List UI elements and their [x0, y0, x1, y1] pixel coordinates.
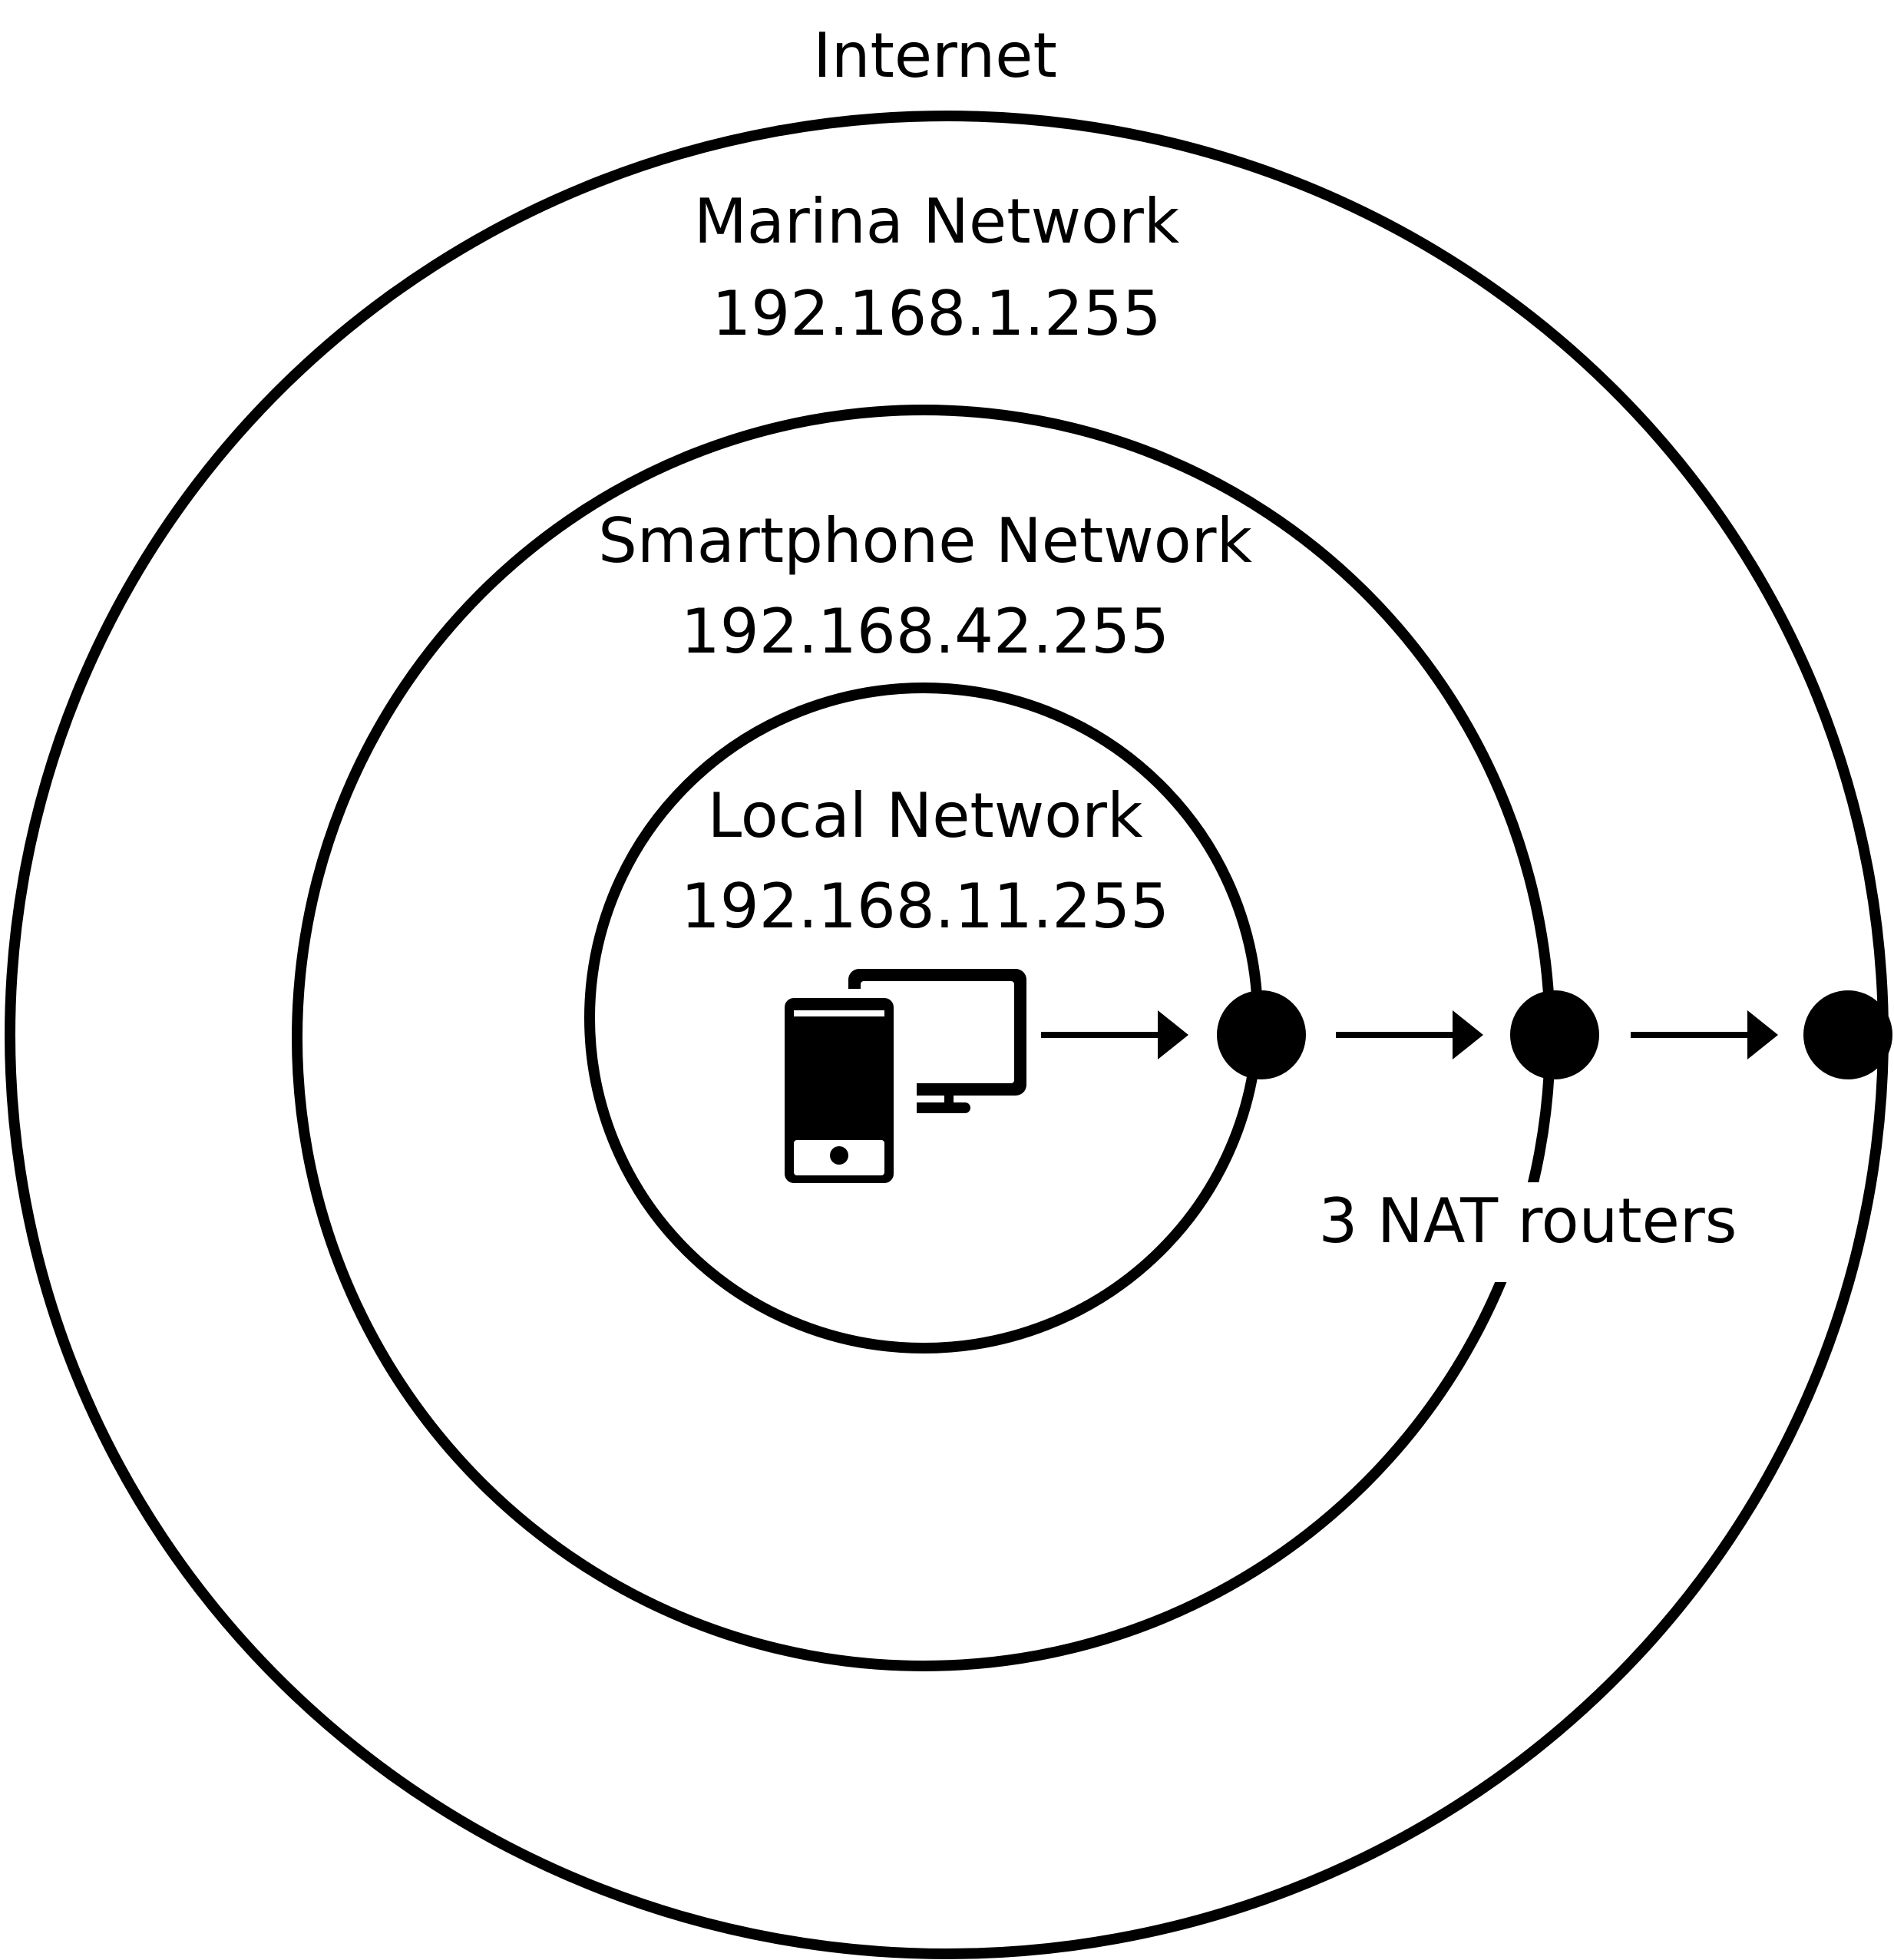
router-node-icon — [1803, 990, 1892, 1079]
internet-label: Internet — [813, 20, 1057, 91]
arrow-right-icon — [1336, 1010, 1483, 1059]
router-node-icon — [1217, 990, 1306, 1079]
marina-network-name: Marina Network — [694, 186, 1180, 257]
smartphone-network-name: Smartphone Network — [598, 505, 1252, 577]
smartphone-network-address: 192.168.42.255 — [681, 596, 1169, 667]
arrow-right-icon — [1041, 1010, 1188, 1059]
marina-network-address: 192.168.1.255 — [712, 278, 1161, 349]
router-node-icon — [1510, 990, 1599, 1079]
phone-and-monitor-icon — [775, 969, 1026, 1191]
nat-routers-label: 3 NAT routers — [1319, 1185, 1737, 1257]
local-network-name: Local Network — [708, 780, 1143, 851]
arrow-right-icon — [1631, 1010, 1778, 1059]
router-label-backdrop — [1305, 1182, 1750, 1282]
local-network-address: 192.168.11.255 — [681, 871, 1169, 942]
